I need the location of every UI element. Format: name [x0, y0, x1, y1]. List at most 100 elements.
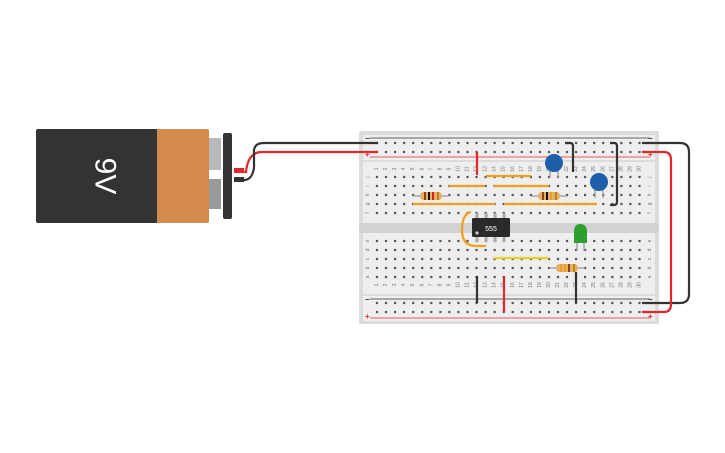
- capacitor-1[interactable]: [545, 154, 563, 178]
- led-green[interactable]: [574, 224, 587, 251]
- breadboard-hole: [448, 141, 451, 145]
- column-number: 27: [609, 282, 615, 288]
- breadboard-hole: [493, 193, 496, 197]
- row-letter: e: [365, 239, 371, 242]
- breadboard-hole: [593, 141, 596, 145]
- column-number: 28: [618, 166, 624, 172]
- breadboard-hole: [430, 239, 433, 243]
- breadboard-hole: [620, 202, 623, 206]
- row-letter: f: [647, 212, 653, 214]
- breadboard-hole: [493, 248, 496, 252]
- row-letter: d: [365, 248, 371, 251]
- breadboard-hole: [412, 184, 415, 188]
- ic-label: 555: [485, 226, 497, 233]
- rail-sign-top-minus-left: −: [365, 134, 370, 143]
- breadboard-hole: [493, 310, 496, 314]
- breadboard-hole: [529, 266, 532, 270]
- breadboard-hole: [493, 266, 496, 270]
- breadboard-hole: [448, 310, 451, 314]
- ic-555[interactable]: 555: [472, 213, 510, 242]
- breadboard-hole: [457, 257, 460, 261]
- breadboard-hole: [412, 193, 415, 197]
- row-letter: a: [365, 275, 371, 278]
- column-number: 19: [537, 166, 543, 172]
- resistor-3[interactable]: [549, 264, 585, 272]
- breadboard-hole: [620, 301, 623, 305]
- capacitor-2-body: [590, 173, 608, 191]
- breadboard-hole: [556, 141, 560, 145]
- breadboard-hole: [529, 239, 532, 243]
- breadboard-hole: [403, 301, 406, 305]
- breadboard-hole: [421, 310, 424, 314]
- resistor-1[interactable]: [413, 192, 449, 200]
- wire-battery-positive[interactable]: [244, 150, 378, 174]
- breadboard-hole: [611, 257, 614, 261]
- breadboard-hole: [602, 202, 605, 206]
- breadboard-hole: [457, 266, 460, 270]
- breadboard-hole: [584, 257, 587, 261]
- breadboard-hole: [412, 266, 415, 270]
- breadboard-hole: [529, 193, 532, 197]
- column-number: 30: [636, 166, 642, 172]
- breadboard-hole: [375, 310, 379, 314]
- breadboard-hole: [638, 150, 641, 154]
- resistor-2[interactable]: [531, 192, 567, 200]
- breadboard-hole: [439, 141, 442, 145]
- wire-rail-power-link[interactable]: [642, 150, 673, 314]
- breadboard-hole: [538, 266, 541, 270]
- jumper-orange-loop[interactable]: [460, 210, 486, 248]
- column-number: 21: [555, 282, 561, 288]
- breadboard-hole: [484, 275, 487, 279]
- breadboard-hole: [638, 141, 641, 145]
- column-number: 9: [446, 167, 452, 170]
- terminal-strip-top: [363, 162, 655, 223]
- wire-rail-ground-link[interactable]: [642, 141, 691, 305]
- breadboard-hole: [565, 184, 569, 188]
- breadboard-hole: [403, 211, 406, 215]
- breadboard-hole: [421, 275, 424, 279]
- column-number: 16: [510, 282, 516, 288]
- wire-battery-negative[interactable]: [243, 141, 378, 182]
- breadboard-hole: [384, 248, 388, 252]
- breadboard-hole: [547, 211, 551, 215]
- capacitor-2[interactable]: [590, 173, 608, 198]
- breadboard-hole: [593, 275, 596, 279]
- breadboard-hole: [412, 150, 415, 154]
- breadboard-hole: [602, 239, 605, 243]
- ic-pin1-marker: [475, 231, 479, 235]
- breadboard-hole: [466, 248, 469, 252]
- breadboard-hole: [502, 202, 505, 206]
- breadboard-hole: [629, 301, 632, 305]
- breadboard-hole: [430, 150, 433, 154]
- column-number: 13: [483, 282, 489, 288]
- breadboard-hole: [602, 275, 605, 279]
- breadboard-hole: [475, 193, 478, 197]
- battery-9v[interactable]: 9V: [36, 129, 244, 223]
- breadboard-hole: [629, 275, 632, 279]
- resistor-1-band: [424, 192, 426, 200]
- breadboard-hole: [448, 150, 451, 154]
- wire-cap2-ground[interactable]: [610, 141, 619, 207]
- breadboard-hole: [638, 211, 641, 215]
- breadboard-hole: [394, 310, 397, 314]
- breadboard-hole: [430, 184, 433, 188]
- column-number: 18: [528, 282, 534, 288]
- breadboard-hole: [520, 248, 523, 252]
- wire-cap1-ground[interactable]: [565, 141, 575, 172]
- breadboard-hole: [638, 202, 641, 206]
- breadboard-hole: [520, 141, 523, 145]
- column-number: 25: [591, 282, 597, 288]
- breadboard-hole: [375, 248, 379, 252]
- breadboard-hole: [448, 211, 451, 215]
- breadboard-hole: [584, 275, 587, 279]
- breadboard-hole: [439, 301, 442, 305]
- row-letter: f: [365, 212, 371, 214]
- breadboard-hole: [565, 211, 569, 215]
- breadboard-hole: [547, 248, 551, 252]
- breadboard-hole: [538, 310, 541, 314]
- breadboard-hole: [439, 211, 442, 215]
- breadboard-hole: [611, 239, 614, 243]
- breadboard-hole: [511, 266, 514, 270]
- breadboard-hole: [493, 275, 496, 279]
- breadboard-hole: [412, 211, 415, 215]
